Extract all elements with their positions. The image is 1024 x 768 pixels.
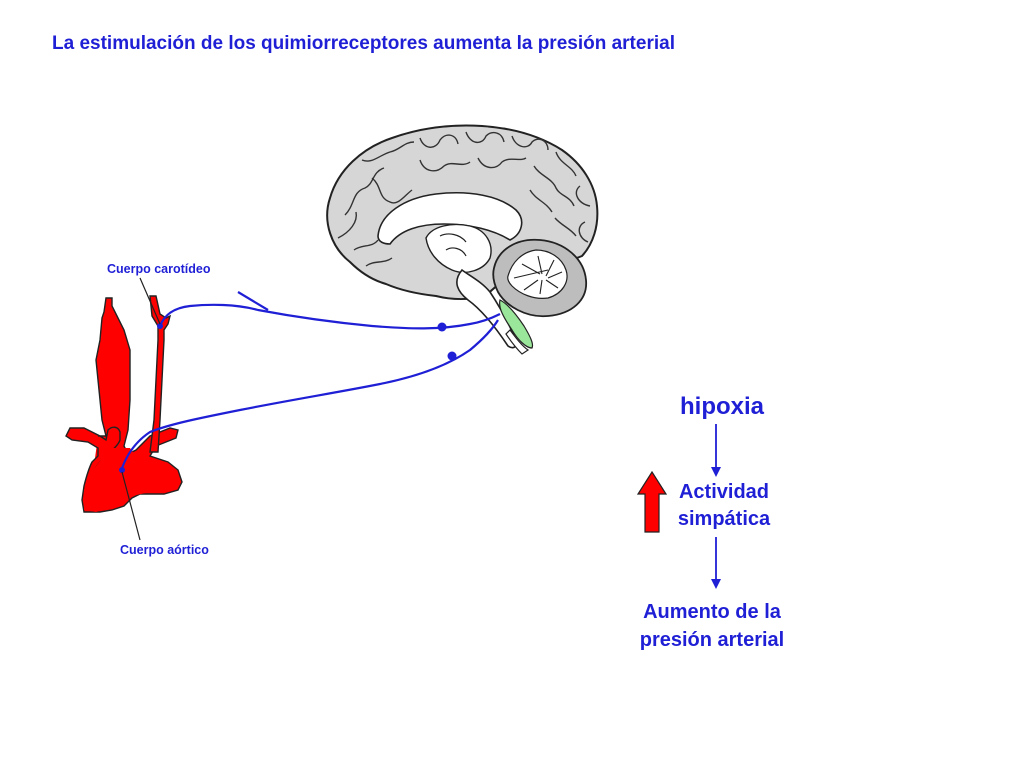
aortic-root bbox=[84, 448, 168, 512]
flow-step-actividad-simpatica: Actividad simpática bbox=[664, 479, 784, 533]
medulla-highlight bbox=[499, 299, 534, 349]
flow-arrows bbox=[711, 424, 721, 589]
carotid-pointer-line bbox=[139, 277, 161, 325]
aortic-body-label: Cuerpo aórtico bbox=[120, 543, 209, 557]
spinal-cord bbox=[505, 329, 530, 355]
nerve-signal-dot bbox=[447, 351, 457, 361]
aortic-pointer-line bbox=[121, 471, 141, 541]
flow-step-hipoxia: hipoxia bbox=[679, 393, 764, 420]
slide-title: La estimulación de los quimiorreceptores… bbox=[52, 33, 675, 54]
gyri-pattern bbox=[337, 131, 591, 267]
carotid-artery bbox=[149, 295, 172, 453]
carotid-nerve-branch bbox=[237, 291, 269, 311]
aortic-nerve bbox=[120, 319, 499, 469]
nerves bbox=[120, 291, 501, 469]
flow-step-actividad-line2: simpática bbox=[677, 508, 771, 530]
nerve-signal-dot bbox=[437, 322, 447, 332]
flow-step-actividad-line1: Actividad bbox=[678, 481, 770, 503]
flow-step-aumento-line2: presión arterial bbox=[639, 629, 785, 651]
vessels bbox=[65, 295, 183, 513]
down-arrow-icon bbox=[711, 579, 721, 589]
down-arrow-icon bbox=[711, 467, 721, 477]
up-arrow-icon bbox=[636, 470, 668, 533]
carotid-nerve bbox=[158, 303, 501, 330]
flow-step-aumento-presion: Aumento de la presión arterial bbox=[612, 598, 812, 654]
carotid-body-marker bbox=[157, 323, 163, 329]
brain-illustration bbox=[326, 124, 599, 355]
arbor-vitae bbox=[507, 249, 568, 299]
flow-step-aumento-line1: Aumento de la bbox=[643, 601, 781, 623]
corpus-callosum bbox=[377, 191, 523, 245]
carotid-body-label: Cuerpo carotídeo bbox=[107, 262, 211, 276]
aortic-body-marker bbox=[119, 467, 125, 473]
